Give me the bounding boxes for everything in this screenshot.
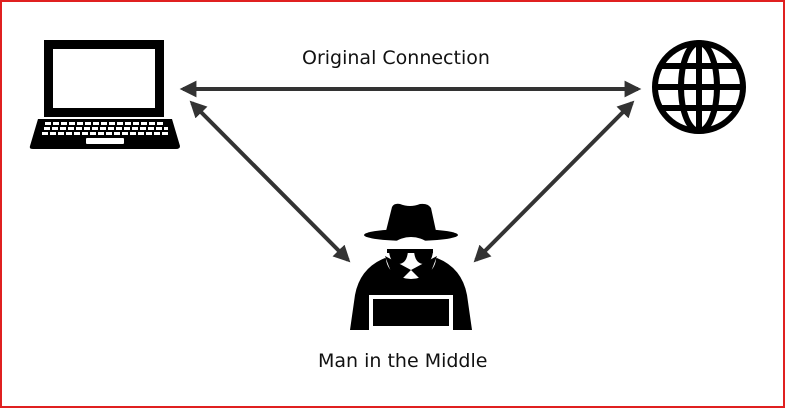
hacker-icon (350, 203, 472, 330)
man-in-the-middle-label: Man in the Middle (318, 350, 488, 372)
laptop-icon (29, 40, 180, 149)
globe-icon (652, 40, 746, 134)
arrow-laptop-attacker (189, 100, 351, 263)
arrow-internet-attacker (473, 100, 635, 263)
original-connection-label: Original Connection (302, 47, 490, 69)
